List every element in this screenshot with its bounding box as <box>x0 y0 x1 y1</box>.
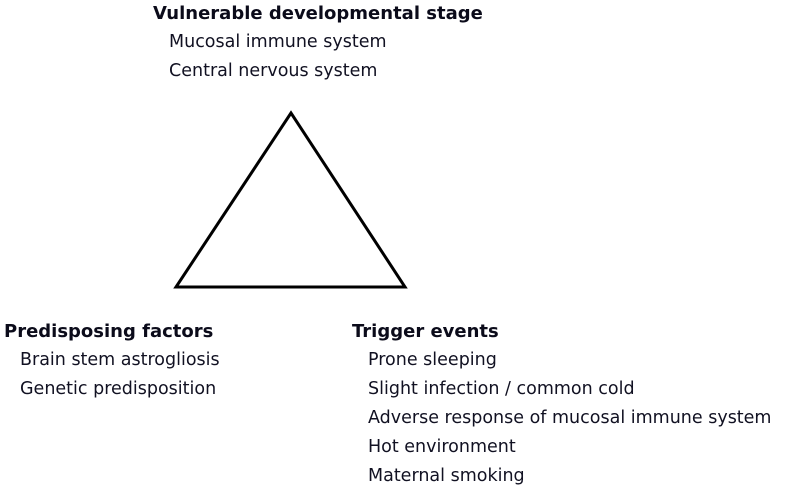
trigger-events-group: Trigger events Prone sleeping Slight inf… <box>352 318 771 491</box>
trigger-events-heading: Trigger events <box>352 321 499 342</box>
predisposing-factors-group: Predisposing factors Brain stem astrogli… <box>4 318 220 404</box>
vulnerable-stage-heading: Vulnerable developmental stage <box>153 3 483 24</box>
trigger-event-item: Prone sleeping <box>368 350 497 370</box>
trigger-event-item: Maternal smoking <box>368 466 525 486</box>
vulnerable-stage-item: Central nervous system <box>169 61 378 81</box>
predisposing-factor-item: Brain stem astrogliosis <box>20 350 220 370</box>
predisposing-factor-item: Genetic predisposition <box>20 379 217 399</box>
triangle-shape <box>173 110 408 289</box>
trigger-event-item: Slight infection / common cold <box>368 379 635 399</box>
vulnerable-stage-group: Vulnerable developmental stage Mucosal i… <box>153 0 483 86</box>
vulnerable-stage-item: Mucosal immune system <box>169 32 387 52</box>
trigger-event-item: Adverse response of mucosal immune syste… <box>368 408 772 428</box>
predisposing-factors-heading: Predisposing factors <box>4 321 214 342</box>
trigger-event-item: Hot environment <box>368 437 516 457</box>
